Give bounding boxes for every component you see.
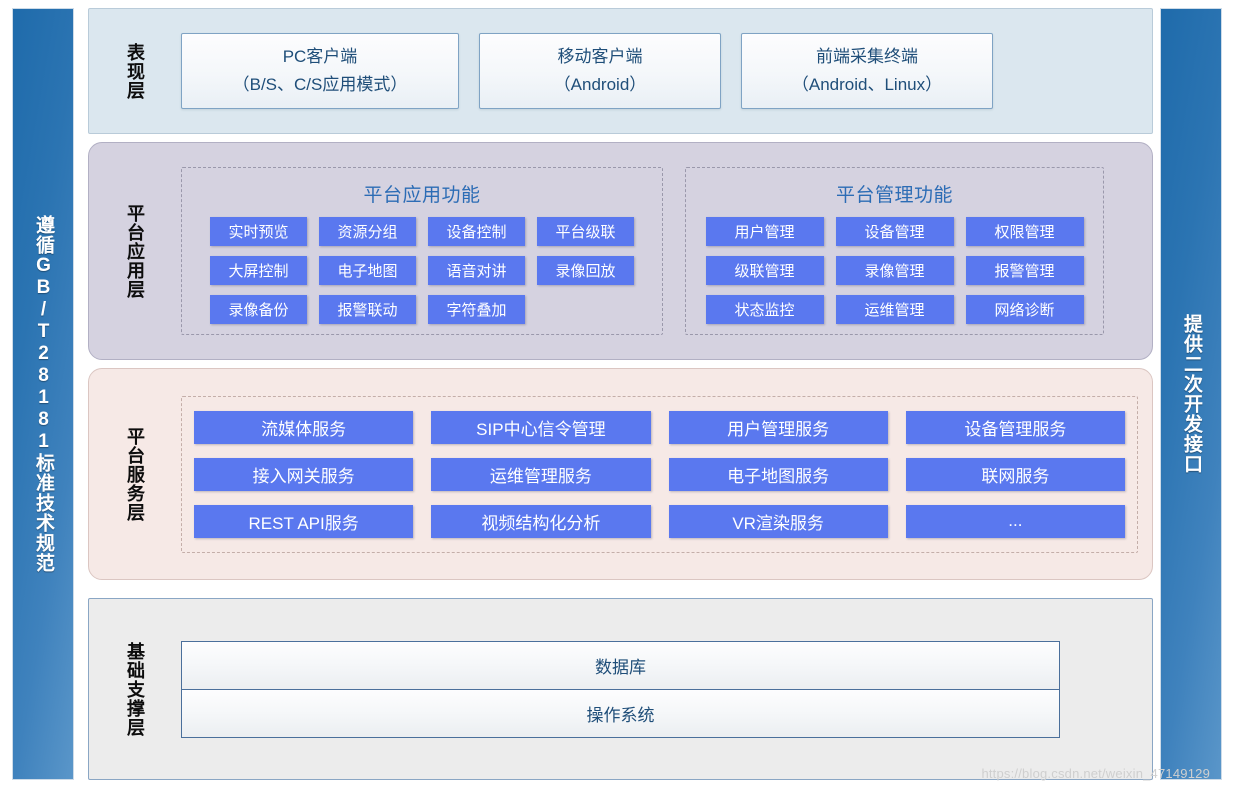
- service-networking[interactable]: 联网服务: [905, 457, 1125, 491]
- platform-application-layer: 平台应用层 平台应用功能 实时预览 资源分组 设备控制 平台级联 大屏控制 电子…: [88, 142, 1153, 360]
- panel-app-title: 平台应用功能: [363, 185, 481, 206]
- foundation-stack: 数据库 操作系统: [181, 640, 1060, 738]
- application-layer-body: 平台应用功能 实时预览 资源分组 设备控制 平台级联 大屏控制 电子地图 语音对…: [181, 143, 1152, 359]
- service-layer-body: 流媒体服务 SIP中心信令管理 用户管理服务 设备管理服务 接入网关服务 运维管…: [181, 369, 1152, 579]
- service-sip-signaling[interactable]: SIP中心信令管理: [431, 410, 651, 444]
- chip-alarm-management[interactable]: 报警管理: [965, 256, 1084, 285]
- chip-status-monitoring[interactable]: 状态监控: [705, 295, 824, 324]
- chip-osd-overlay[interactable]: 字符叠加: [428, 295, 525, 324]
- presentation-layer: 表现层 PC客户端 （B/S、C/S应用模式） 移动客户端 （Android） …: [88, 8, 1153, 134]
- application-layer-label-cell: 平台应用层: [89, 143, 181, 359]
- service-rest-api[interactable]: REST API服务: [194, 504, 414, 538]
- foundation-row-operating-system[interactable]: 操作系统: [182, 688, 1059, 737]
- service-electronic-map[interactable]: 电子地图服务: [668, 457, 888, 491]
- chip-resource-group[interactable]: 资源分组: [319, 217, 416, 246]
- right-sdk-sidebar: 提供二次开发接口: [1160, 8, 1222, 780]
- service-ops-management[interactable]: 运维管理服务: [431, 457, 651, 491]
- chip-app-placeholder: [537, 295, 634, 324]
- chip-electronic-map[interactable]: 电子地图: [319, 256, 416, 285]
- foundation-layer-body: 数据库 操作系统: [181, 599, 1152, 779]
- service-user-management[interactable]: 用户管理服务: [668, 410, 888, 444]
- chip-user-management[interactable]: 用户管理: [705, 217, 824, 246]
- client-box-frontend-title: 前端采集终端: [816, 46, 918, 66]
- client-box-pc[interactable]: PC客户端 （B/S、C/S应用模式）: [181, 33, 459, 109]
- service-chip-grid: 流媒体服务 SIP中心信令管理 用户管理服务 设备管理服务 接入网关服务 运维管…: [194, 410, 1125, 538]
- client-box-mobile[interactable]: 移动客户端 （Android）: [479, 33, 721, 109]
- presentation-layer-label-cell: 表现层: [89, 9, 181, 133]
- service-panel: 流媒体服务 SIP中心信令管理 用户管理服务 设备管理服务 接入网关服务 运维管…: [181, 395, 1138, 553]
- chip-video-wall-control[interactable]: 大屏控制: [210, 256, 307, 285]
- service-layer-label-cell: 平台服务层: [89, 369, 181, 579]
- service-layer-label: 平台服务层: [125, 426, 146, 522]
- chip-permission-management[interactable]: 权限管理: [965, 217, 1084, 246]
- chip-device-management[interactable]: 设备管理: [835, 217, 954, 246]
- foundation-support-layer: 基础支撑层 数据库 操作系统: [88, 598, 1153, 780]
- client-box-frontend-subtitle: （Android、Linux）: [791, 75, 943, 94]
- chip-ops-management[interactable]: 运维管理: [835, 295, 954, 324]
- presentation-layer-body: PC客户端 （B/S、C/S应用模式） 移动客户端 （Android） 前端采集…: [181, 9, 1152, 133]
- left-sidebar-label: 遵循GB/T28181标准技术规范: [33, 215, 54, 573]
- service-video-structuring[interactable]: 视频结构化分析: [431, 504, 651, 538]
- client-box-pc-subtitle: （B/S、C/S应用模式）: [232, 75, 408, 94]
- service-device-management[interactable]: 设备管理服务: [905, 410, 1125, 444]
- client-box-mobile-subtitle: （Android）: [553, 75, 647, 94]
- foundation-layer-label-cell: 基础支撑层: [89, 599, 181, 779]
- chip-voice-intercom[interactable]: 语音对讲: [428, 256, 525, 285]
- client-box-frontend-capture[interactable]: 前端采集终端 （Android、Linux）: [741, 33, 993, 109]
- client-box-mobile-title: 移动客户端: [557, 46, 643, 66]
- client-box-row: PC客户端 （B/S、C/S应用模式） 移动客户端 （Android） 前端采集…: [181, 33, 1152, 109]
- chip-record-management[interactable]: 录像管理: [835, 256, 954, 285]
- application-layer-label: 平台应用层: [125, 203, 146, 299]
- app-function-chip-grid: 实时预览 资源分组 设备控制 平台级联 大屏控制 电子地图 语音对讲 录像回放 …: [192, 217, 652, 324]
- service-more-ellipsis[interactable]: ...: [905, 504, 1125, 538]
- right-sidebar-label: 提供二次开发接口: [1181, 314, 1202, 474]
- service-streaming-media[interactable]: 流媒体服务: [194, 410, 414, 444]
- left-standard-sidebar: 遵循GB/T28181标准技术规范: [12, 8, 74, 780]
- panel-platform-management-functions: 平台管理功能 用户管理 设备管理 权限管理 级联管理 录像管理 报警管理 状态监…: [685, 167, 1104, 335]
- chip-realtime-preview[interactable]: 实时预览: [210, 217, 307, 246]
- chip-record-playback[interactable]: 录像回放: [537, 256, 634, 285]
- panel-management-title: 平台管理功能: [835, 185, 953, 206]
- chip-network-diagnosis[interactable]: 网络诊断: [965, 295, 1084, 324]
- service-access-gateway[interactable]: 接入网关服务: [194, 457, 414, 491]
- panel-platform-app-functions: 平台应用功能 实时预览 资源分组 设备控制 平台级联 大屏控制 电子地图 语音对…: [181, 167, 663, 335]
- chip-device-control[interactable]: 设备控制: [428, 217, 525, 246]
- foundation-row-database[interactable]: 数据库: [182, 641, 1059, 689]
- client-box-pc-title: PC客户端: [282, 46, 358, 66]
- presentation-layer-label: 表现层: [125, 42, 146, 100]
- platform-service-layer: 平台服务层 流媒体服务 SIP中心信令管理 用户管理服务 设备管理服务 接入网关…: [88, 368, 1153, 580]
- chip-cascade-management[interactable]: 级联管理: [705, 256, 824, 285]
- chip-platform-cascade[interactable]: 平台级联: [537, 217, 634, 246]
- foundation-layer-label: 基础支撑层: [125, 641, 146, 737]
- management-function-chip-grid: 用户管理 设备管理 权限管理 级联管理 录像管理 报警管理 状态监控 运维管理 …: [696, 217, 1093, 324]
- chip-alarm-linkage[interactable]: 报警联动: [319, 295, 416, 324]
- chip-record-backup[interactable]: 录像备份: [210, 295, 307, 324]
- application-panel-row: 平台应用功能 实时预览 资源分组 设备控制 平台级联 大屏控制 电子地图 语音对…: [181, 167, 1152, 335]
- service-vr-rendering[interactable]: VR渲染服务: [668, 504, 888, 538]
